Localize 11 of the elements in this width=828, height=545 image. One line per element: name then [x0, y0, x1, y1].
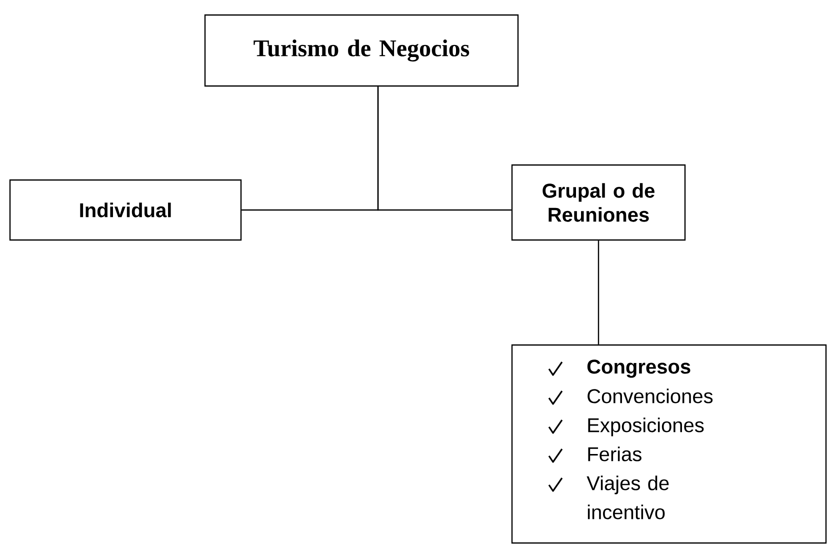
list-item: Convenciones — [588, 388, 713, 404]
connector-line — [598, 240, 600, 344]
list-box — [511, 344, 827, 544]
list-item: Ferias — [588, 446, 642, 462]
list-item: Viajes de incentivo — [586, 476, 669, 520]
category-box: Individual — [9, 179, 242, 241]
category-box: Grupal o de Reuniones — [511, 164, 686, 241]
title-box: Turismo de Negocios — [204, 14, 519, 87]
list-item: Congresos — [587, 360, 690, 378]
connector-line — [377, 86, 512, 211]
list-item: Exposiciones — [588, 418, 704, 436]
